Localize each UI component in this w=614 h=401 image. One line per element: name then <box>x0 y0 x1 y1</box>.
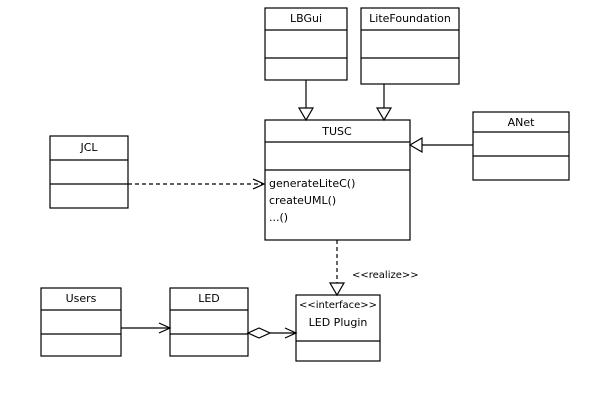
class-anet-name: ANet <box>508 116 536 129</box>
class-lbgui[interactable]: LBGui <box>264 7 348 81</box>
class-lbgui-name: LBGui <box>290 12 322 25</box>
generalization-arrowhead <box>375 107 393 122</box>
open-arrowhead <box>284 327 298 339</box>
generalization-anet-tusc <box>408 136 473 154</box>
aggregation-led-led-plugin <box>246 327 298 339</box>
class-anet-box <box>472 111 570 181</box>
class-jcl-name: JCL <box>79 141 98 154</box>
class-jcl[interactable]: JCL <box>49 135 129 209</box>
realization-arrowhead <box>328 282 346 297</box>
realization-tusc-led-plugin: <<realize>> <box>328 240 419 297</box>
open-arrowhead <box>252 178 266 190</box>
class-tusc-name: TUSC <box>321 125 352 138</box>
generalization-arrowhead <box>408 136 423 154</box>
realize-label: <<realize>> <box>352 270 419 281</box>
class-tusc-box <box>264 119 411 241</box>
open-arrowhead <box>158 322 172 334</box>
dependency-jcl-tusc <box>128 178 266 190</box>
class-litefoundation-name: LiteFoundation <box>369 12 451 25</box>
aggregation-diamond <box>246 327 272 339</box>
interface-led-plugin-box <box>295 294 381 362</box>
class-tusc-method: createUML() <box>269 194 336 207</box>
class-led-name: LED <box>198 292 220 305</box>
class-anet[interactable]: ANet <box>472 111 570 181</box>
class-litefoundation[interactable]: LiteFoundation <box>360 7 460 85</box>
interface-led-plugin[interactable]: <<interface>> LED Plugin <box>295 294 381 362</box>
class-tusc-method: ...() <box>269 211 288 224</box>
class-tusc-method: generateLiteC() <box>269 177 355 190</box>
class-led[interactable]: LED <box>169 287 249 357</box>
interface-led-plugin-name: LED Plugin <box>309 316 368 329</box>
class-lbgui-box <box>264 7 348 81</box>
class-led-box <box>169 287 249 357</box>
generalization-arrowhead <box>297 107 315 122</box>
association-users-led <box>121 322 172 334</box>
generalization-litefoundation-tusc <box>375 84 393 122</box>
class-users-name: Users <box>66 292 97 305</box>
class-tusc[interactable]: TUSC generateLiteC() createUML() ...() <box>264 119 411 241</box>
class-litefoundation-box <box>360 7 460 85</box>
class-jcl-box <box>49 135 129 209</box>
interface-led-plugin-stereotype: <<interface>> <box>299 300 377 311</box>
class-users-box <box>40 287 122 357</box>
generalization-lbgui-tusc <box>297 80 315 122</box>
class-users[interactable]: Users <box>40 287 122 357</box>
